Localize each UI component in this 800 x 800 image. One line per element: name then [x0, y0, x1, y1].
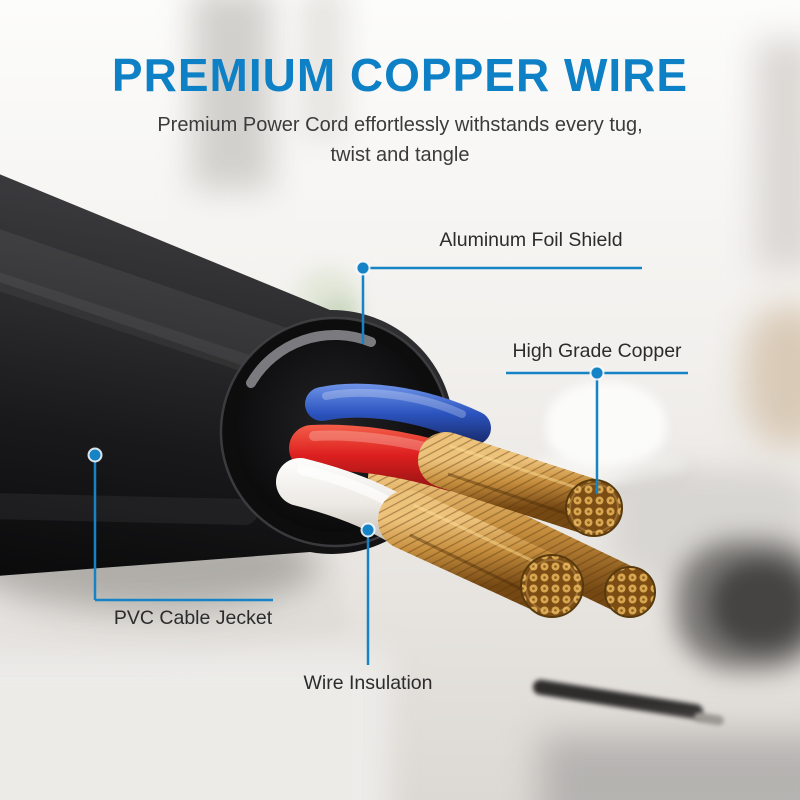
background-chair-blur: [744, 306, 800, 446]
subtitle-line-2: twist and tangle: [330, 144, 470, 166]
callout-label-wire-insulation: Wire Insulation: [303, 672, 433, 694]
callout-dot-aluminum-foil-shield: [355, 260, 371, 276]
callout-dot-pvc-cable-jacket: [87, 447, 103, 463]
copper-bundle-upper: [418, 432, 623, 537]
callout-label-high-grade-copper: High Grade Copper: [512, 340, 682, 362]
background-right-streak-blur: [756, 40, 800, 270]
copper-strand-end: [604, 566, 656, 618]
callout-label-pvc-cable-jacket: PVC Cable Jecket: [113, 607, 273, 629]
copper-strand-end: [565, 479, 623, 537]
background-desk-bottom-left: [0, 650, 390, 800]
callout-label-aluminum-foil-shield: Aluminum Foil Shield: [439, 229, 623, 251]
copper-bundle-lower: [378, 490, 584, 618]
subtitle-line-1: Premium Power Cord effortlessly withstan…: [157, 114, 643, 136]
callout-dot-high-grade-copper: [589, 365, 605, 381]
page-title: PREMIUM COPPER WIRE: [111, 49, 689, 101]
background-coffee-cup-blur: [546, 382, 666, 466]
background-window-light-blur: [300, 0, 346, 140]
background-window-frame-blur: [192, 0, 272, 190]
wire-blue: [305, 383, 491, 445]
copper-strand-end: [520, 554, 584, 618]
background-desk-bottom-right: [540, 736, 800, 800]
aluminum-foil-shield: [246, 330, 376, 388]
page-subtitle: Premium Power Cord effortlessly withstan…: [0, 110, 800, 170]
background-dark-object-core-blur: [712, 562, 800, 648]
callout-dot-wire-insulation: [360, 522, 376, 538]
